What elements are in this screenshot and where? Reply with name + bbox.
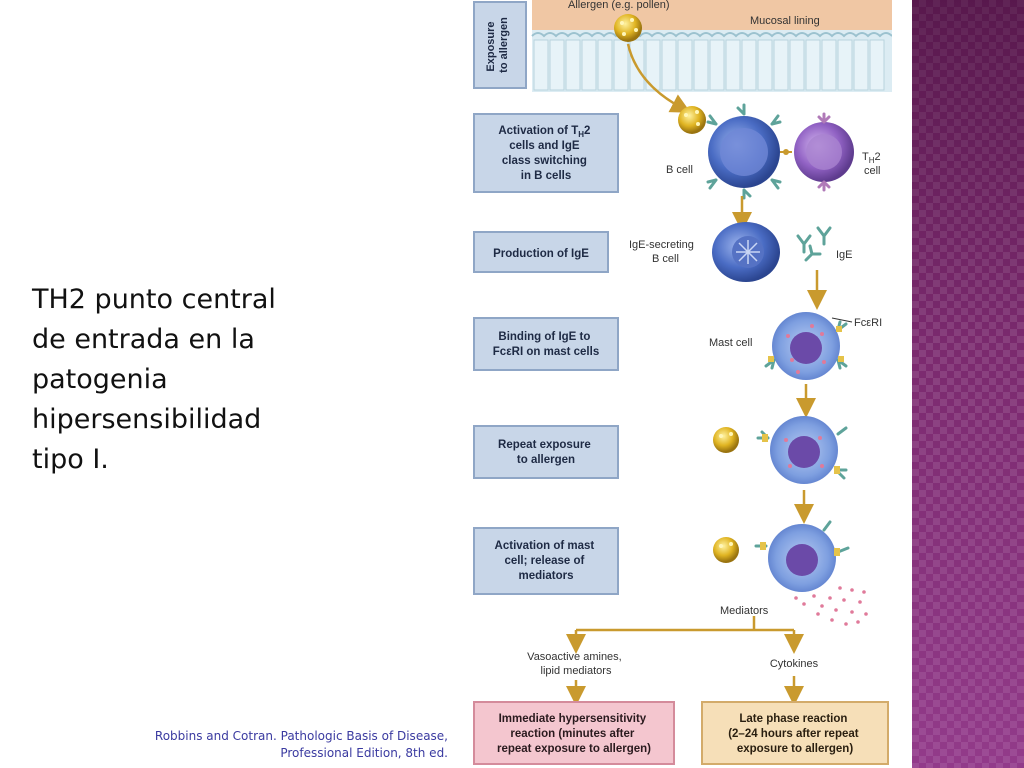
- mediator-granules: [794, 586, 868, 626]
- label-mast-cell: Mast cell: [709, 337, 752, 349]
- label-fceri: FcεRI: [854, 317, 882, 329]
- citation-line: Robbins and Cotran. Pathologic Basis of …: [154, 729, 448, 743]
- step-binding-box: Binding of IgE to FcεRI on mast cells: [473, 317, 619, 371]
- body-line: tipo I.: [32, 444, 109, 475]
- label-ige-secreting: IgE-secreting B cell: [629, 239, 697, 265]
- outcome-late-text: Late phase reaction (2–24 hours after re…: [728, 713, 862, 755]
- label-mucosal: Mucosal lining: [750, 15, 820, 27]
- citation: Robbins and Cotran. Pathologic Basis of …: [88, 728, 448, 762]
- outcome-immediate-box: Immediate hypersensitivity reaction (min…: [473, 701, 675, 765]
- outcome-immediate-text: Immediate hypersensitivity reaction (min…: [497, 713, 651, 755]
- label-vasoactive: Vasoactive amines, lipid mediators: [527, 651, 625, 677]
- label-allergen: Allergen (e.g. pollen): [568, 0, 670, 11]
- figure-svg: Exposure to allergen Allergen (e.g. poll…: [473, 0, 892, 765]
- slide-body-text: TH2 punto central de entrada en la patog…: [32, 280, 332, 480]
- step-activation-mast-box: Activation of mast cell; release of medi…: [473, 527, 619, 595]
- b-cell: [706, 103, 782, 200]
- label-th2: TH2 cell: [862, 151, 884, 177]
- pollen-icon: [713, 537, 739, 563]
- step-activation-mast-text: Activation of mast cell; release of medi…: [495, 540, 598, 582]
- label-b-cell: B cell: [666, 164, 693, 176]
- body-line: TH2 punto central: [32, 284, 276, 315]
- outcome-late-box: Late phase reaction (2–24 hours after re…: [701, 701, 889, 765]
- ige-antibodies: [796, 226, 832, 262]
- step-activation-text: Activation of TH2 cells and IgE class sw…: [498, 125, 593, 182]
- body-line: de entrada en la: [32, 324, 255, 355]
- pollen-icon: [713, 427, 739, 453]
- mast-cell: [764, 312, 848, 380]
- label-mediators: Mediators: [720, 605, 769, 617]
- hypersensitivity-figure: Exposure to allergen Allergen (e.g. poll…: [472, 0, 892, 768]
- plasma-cell: [712, 222, 780, 282]
- step-exposure-box: Exposure to allergen: [473, 1, 527, 89]
- body-line: hipersensibilidad: [32, 404, 262, 435]
- label-ige: IgE: [836, 249, 853, 261]
- mast-cell: [756, 416, 848, 484]
- step-production-box: Production of IgE: [473, 231, 609, 273]
- step-exposure-text: Exposure to allergen: [485, 17, 510, 73]
- citation-line: Professional Edition, 8th ed.: [280, 746, 448, 760]
- pollen-icon: [678, 106, 706, 134]
- th2-cell: [794, 112, 854, 192]
- step-repeat-text: Repeat exposure to allergen: [498, 439, 594, 466]
- mast-cell: [754, 520, 850, 592]
- branch-arrows: [566, 616, 804, 654]
- pollen-icon: [614, 14, 642, 42]
- decorative-side-band: [912, 0, 1024, 768]
- arrow: [626, 43, 691, 113]
- body-line: patogenia: [32, 364, 168, 395]
- label-cytokines: Cytokines: [770, 658, 819, 670]
- step-production-text: Production of IgE: [493, 248, 589, 260]
- step-binding-text: Binding of IgE to FcεRI on mast cells: [493, 331, 599, 358]
- step-activation-box: Activation of TH2 cells and IgE class sw…: [473, 113, 619, 193]
- mucosal-lining: [531, 0, 892, 92]
- step-repeat-box: Repeat exposure to allergen: [473, 425, 619, 479]
